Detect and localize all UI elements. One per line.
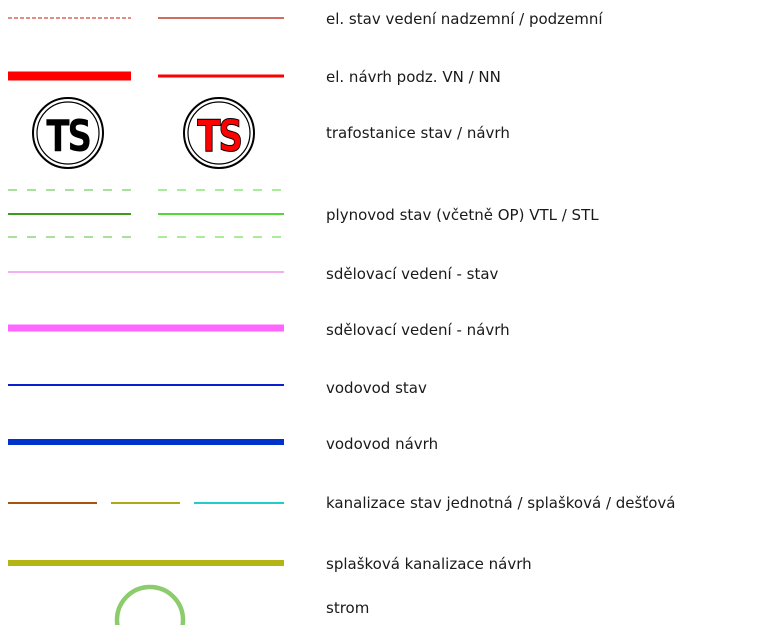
gas-stl-symbol xyxy=(158,189,284,238)
legend-label-el-proposal: el. návrh podz. VN / NN xyxy=(326,68,501,86)
transformer-existing-label: TS xyxy=(46,111,90,162)
legend-label-sewer-existing: kanalizace stav jednotná / splašková / d… xyxy=(326,494,676,512)
legend-label-water-existing: vodovod stav xyxy=(326,379,427,397)
legend-label-gas: plynovod stav (včetně OP) VTL / STL xyxy=(326,206,599,224)
legend-label-telecom-existing: sdělovací vedení - stav xyxy=(326,265,499,283)
gas-vtl-symbol xyxy=(8,189,131,238)
legend-symbols: TS TS xyxy=(8,17,284,625)
transformer-proposal-label: TS xyxy=(197,111,241,162)
legend-label-water-proposal: vodovod návrh xyxy=(326,435,439,453)
transformer-existing-symbol: TS xyxy=(32,97,104,169)
legend-label-sewer-proposal: splašková kanalizace návrh xyxy=(326,555,532,573)
transformer-proposal-symbol: TS xyxy=(183,97,255,169)
legend-label-el-existing: el. stav vedení nadzemní / podzemní xyxy=(326,10,603,28)
legend-label-tree: strom xyxy=(326,599,370,617)
legend-label-telecom-proposal: sdělovací vedení - návrh xyxy=(326,321,510,339)
tree-icon xyxy=(114,584,186,625)
legend-label-transformer: trafostanice stav / návrh xyxy=(326,124,510,142)
